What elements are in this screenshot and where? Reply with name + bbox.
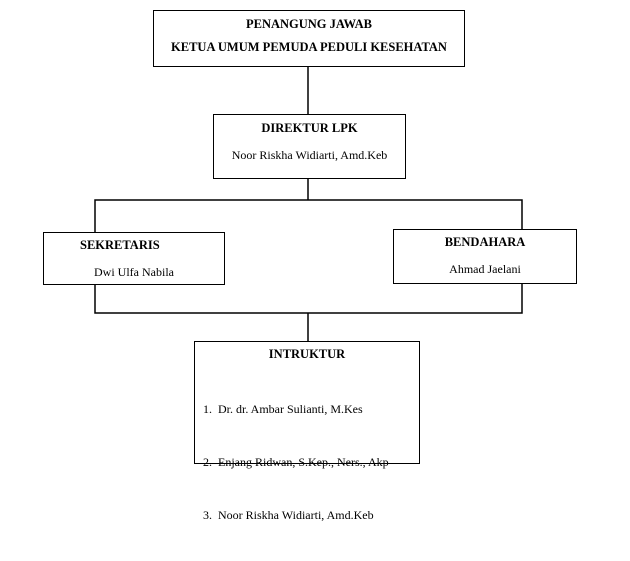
instruktur-list: 1. Dr. dr. Ambar Sulianti, M.Kes 2. Enja… [195,372,419,561]
bendahara-name: Ahmad Jaelani [449,262,521,276]
instruktur-member: 1. Dr. dr. Ambar Sulianti, M.Kes [203,402,363,416]
line-branch-bottom [94,283,523,314]
bendahara-box: BENDAHARA Ahmad Jaelani [393,229,577,284]
sekretaris-title: SEKRETARIS [80,238,160,252]
instruktur-box: INTRUKTUR 1. Dr. dr. Ambar Sulianti, M.K… [194,341,420,522]
penanggung-jawab-box: PENANGUNG JAWAB KETUA UMUM PEMUDA PEDULI… [153,10,465,67]
instruktur-member: 2. Enjang Ridwan, S.Kep., Ners., Akp [203,455,389,469]
connector-lines [94,66,523,341]
penanggung-subtitle: KETUA UMUM PEMUDA PEDULI KESEHATAN [171,40,447,54]
direktur-title: DIREKTUR LPK [261,121,358,135]
direktur-box: DIREKTUR LPK Noor Riskha Widiarti, Amd.K… [213,114,406,179]
bendahara-title: BENDAHARA [444,235,526,249]
instruktur-title: INTRUKTUR [268,347,346,361]
direktur-name: Noor Riskha Widiarti, Amd.Keb [231,148,388,162]
penanggung-title: PENANGUNG JAWAB [245,17,373,31]
instruktur-member: 3. Noor Riskha Widiarti, Amd.Keb [203,508,374,522]
sekretaris-box: SEKRETARIS Dwi Ulfa Nabila [43,232,225,285]
line-branch-top [94,199,523,232]
sekretaris-name: Dwi Ulfa Nabila [94,265,174,279]
